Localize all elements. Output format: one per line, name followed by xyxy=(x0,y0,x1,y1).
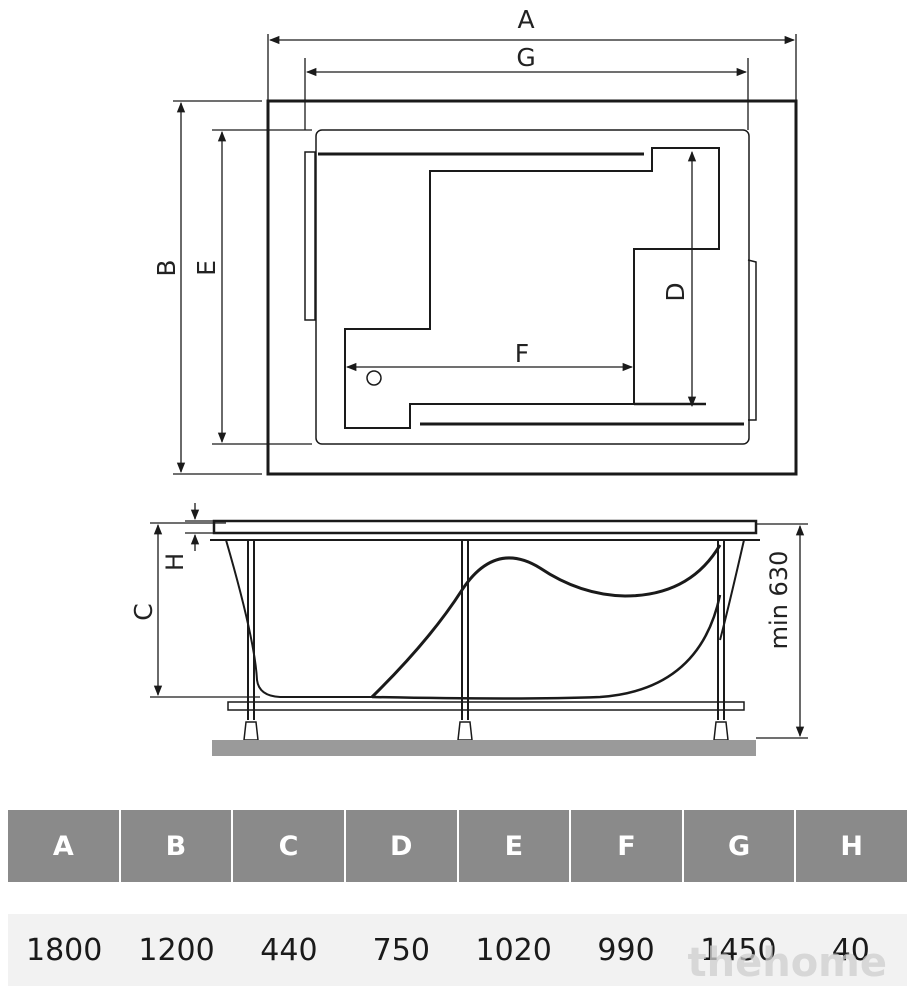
side-rim xyxy=(212,519,758,535)
label-e: E xyxy=(192,260,221,276)
s-curve-seat xyxy=(370,544,722,699)
label-h: H xyxy=(161,553,189,571)
stepped-seat-outline xyxy=(344,147,720,429)
label-b: B xyxy=(152,259,181,276)
bathtub-technical-drawing: A G B E D F xyxy=(129,5,808,756)
header-h: H xyxy=(796,810,907,882)
value-g: 1450 xyxy=(700,932,777,968)
top-view xyxy=(266,99,798,476)
value-a: 1800 xyxy=(26,932,103,968)
label-min-height: min 630 xyxy=(765,551,793,650)
value-b: 1200 xyxy=(138,932,215,968)
label-d: D xyxy=(661,282,690,301)
side-view xyxy=(210,519,760,741)
label-g: G xyxy=(516,43,535,72)
value-e: 1020 xyxy=(475,932,552,968)
floor xyxy=(212,740,756,756)
dimension-table-header: A B C D E F G H xyxy=(8,810,907,882)
header-g: G xyxy=(683,810,797,882)
header-b: B xyxy=(120,810,234,882)
header-a: A xyxy=(8,810,121,882)
header-c: C xyxy=(233,810,346,882)
foot-right xyxy=(713,721,729,741)
value-h: 40 xyxy=(831,932,870,968)
value-d: 750 xyxy=(372,932,430,968)
header-d: D xyxy=(345,810,459,882)
dimension-table-values: 1800 1200 440 750 1020 990 1450 40 xyxy=(8,914,907,986)
s-curve-inner xyxy=(371,594,722,700)
label-a: A xyxy=(517,5,534,34)
header-f: F xyxy=(571,810,684,882)
label-f: F xyxy=(515,339,529,368)
header-e: E xyxy=(458,810,572,882)
right-notch xyxy=(747,259,757,421)
value-c: 440 xyxy=(260,932,318,968)
foot-middle xyxy=(457,721,473,741)
value-f: 990 xyxy=(597,932,655,968)
foot-left xyxy=(243,721,259,741)
tub-inner-basin xyxy=(315,129,750,445)
watermark: thehome xyxy=(687,940,888,986)
tub-outer-rim xyxy=(266,99,798,476)
left-wall xyxy=(225,539,372,698)
right-wall xyxy=(719,539,745,641)
side-view-dimensions xyxy=(150,503,808,739)
drain-hole xyxy=(366,370,382,386)
top-view-dimensions xyxy=(173,34,797,475)
label-c: C xyxy=(129,603,158,620)
base-plate xyxy=(227,701,745,711)
left-inner-strip xyxy=(304,151,316,321)
